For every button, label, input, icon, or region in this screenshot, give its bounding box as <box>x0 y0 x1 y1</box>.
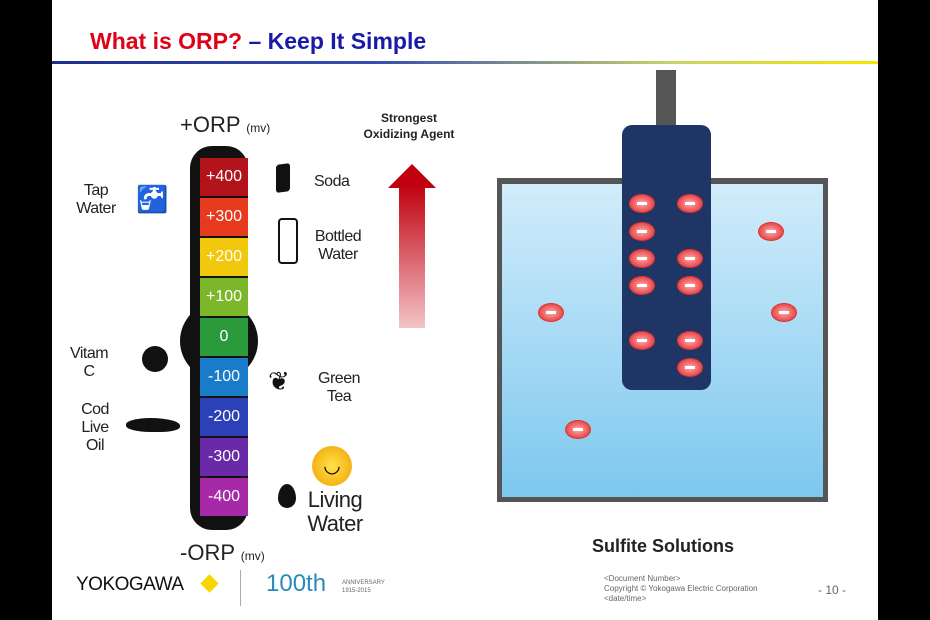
scale-segment: -200 <box>200 398 248 436</box>
label-tap-water: Tap Water <box>76 182 116 217</box>
scale-segment: -400 <box>200 478 248 516</box>
negative-ion-icon <box>677 358 703 377</box>
scale-segment: +400 <box>200 158 248 196</box>
slide: What is ORP? – Keep It Simple +ORP (mv) … <box>52 0 878 620</box>
scale-segment: +200 <box>200 238 248 276</box>
negative-ion-icon <box>629 276 655 295</box>
label-living-water: Living Water <box>307 487 363 536</box>
fruit-icon <box>142 346 168 372</box>
scale-segment: +100 <box>200 278 248 316</box>
orp-bottom-label: -ORP (mv) <box>180 540 265 565</box>
orp-top-label: +ORP (mv) <box>180 112 271 137</box>
negative-ion-icon <box>677 194 703 213</box>
yokogawa-logo: YOKOGAWA <box>76 574 184 595</box>
scale-segment: -100 <box>200 358 248 396</box>
smiley-icon: ◡ <box>312 446 352 486</box>
arrow-up-icon <box>388 164 436 188</box>
scale-segment: -300 <box>200 438 248 476</box>
scale-segment: +300 <box>200 198 248 236</box>
footer-divider <box>240 570 241 606</box>
negative-ion-icon <box>677 331 703 350</box>
arrow-label: Strongest Oxidizing Agent <box>363 111 455 141</box>
negative-ion-icon <box>629 331 655 350</box>
negative-ion-icon <box>629 222 655 241</box>
arrow-shaft <box>399 185 425 328</box>
negative-ion-icon <box>629 194 655 213</box>
negative-ion-icon <box>677 276 703 295</box>
negative-ion-icon <box>538 303 564 322</box>
label-bottled-water: Bottled Water <box>314 228 362 263</box>
negative-ion-icon <box>771 303 797 322</box>
negative-ion-icon <box>565 420 591 439</box>
tea-leaf-icon: ❦ <box>268 366 290 396</box>
bottle-icon <box>278 218 298 264</box>
negative-ion-icon <box>677 249 703 268</box>
page-number: - 10 - <box>818 583 847 597</box>
electrode-rod <box>656 70 676 128</box>
soda-can-icon <box>276 163 290 193</box>
label-soda: Soda <box>314 173 350 190</box>
anniversary-logo: 100th <box>266 570 327 597</box>
faucet-icon: 🚰 <box>136 184 169 214</box>
label-cod-liver-oil: Cod Live Oil <box>81 401 109 454</box>
footer-info: <Document Number>Copyright © Yokogawa El… <box>604 574 758 603</box>
water-drop-icon <box>278 484 296 508</box>
negative-ion-icon <box>758 222 784 241</box>
negative-ion-icon <box>629 249 655 268</box>
fish-icon <box>126 418 180 432</box>
label-vitamin-c: Vitam C <box>69 345 109 380</box>
diagram-caption: Sulfite Solutions <box>592 536 734 556</box>
title-divider <box>52 61 878 64</box>
logo-diamond-icon <box>200 574 219 593</box>
slide-title: What is ORP? – Keep It Simple <box>90 28 427 54</box>
scale-segment: 0 <box>200 318 248 356</box>
label-green-tea: Green Tea <box>318 370 360 405</box>
